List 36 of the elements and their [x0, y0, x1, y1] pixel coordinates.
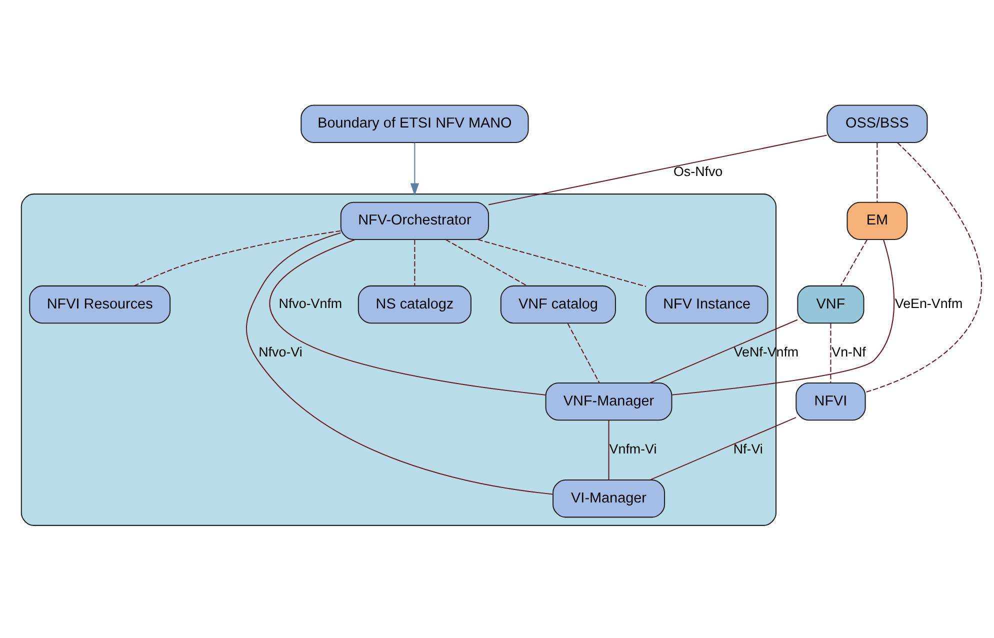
connector — [134, 230, 340, 286]
node-box: NFV Instance — [644, 284, 768, 324]
edge-label: Vnfm-Vi — [608, 441, 656, 456]
arrow — [410, 142, 419, 196]
node-box: NFVI — [795, 382, 866, 420]
connector — [649, 318, 798, 383]
connector — [268, 238, 546, 395]
node-box: NFVI Resources — [28, 284, 170, 324]
node-box: NFV-Orchestrator — [340, 201, 489, 240]
node-box: OSS/BSS — [826, 104, 928, 142]
connector — [566, 322, 600, 382]
connector — [830, 322, 831, 382]
connector — [876, 142, 878, 202]
edge-label: VeEn-Vnfm — [894, 296, 962, 311]
node-box: VNF catalog — [500, 284, 616, 324]
connector — [477, 238, 646, 286]
connector — [608, 420, 609, 480]
edge-label: Nfvo-Vi — [258, 344, 302, 360]
edge-label: Nf-Vi — [732, 441, 762, 456]
node-box: Boundary of ETSI NFV MANO — [300, 104, 528, 142]
node-box: NS catalogz — [357, 284, 471, 324]
connector — [840, 238, 868, 286]
connector — [671, 239, 894, 395]
connector — [649, 416, 796, 480]
connector — [246, 232, 552, 494]
connector — [414, 239, 415, 286]
connector — [445, 238, 527, 286]
node-box: VNF-Manager — [544, 382, 672, 420]
edge-label: Vn-Nf — [831, 344, 866, 360]
node-box: VNF — [796, 284, 864, 324]
node-box: EM — [846, 201, 908, 240]
connector — [864, 142, 982, 392]
connector — [488, 134, 826, 205]
edge-label: Nfvo-Vnfm — [278, 296, 342, 311]
edge-label: Os-Nfvo — [672, 163, 722, 178]
node-box: VI-Manager — [552, 479, 665, 518]
